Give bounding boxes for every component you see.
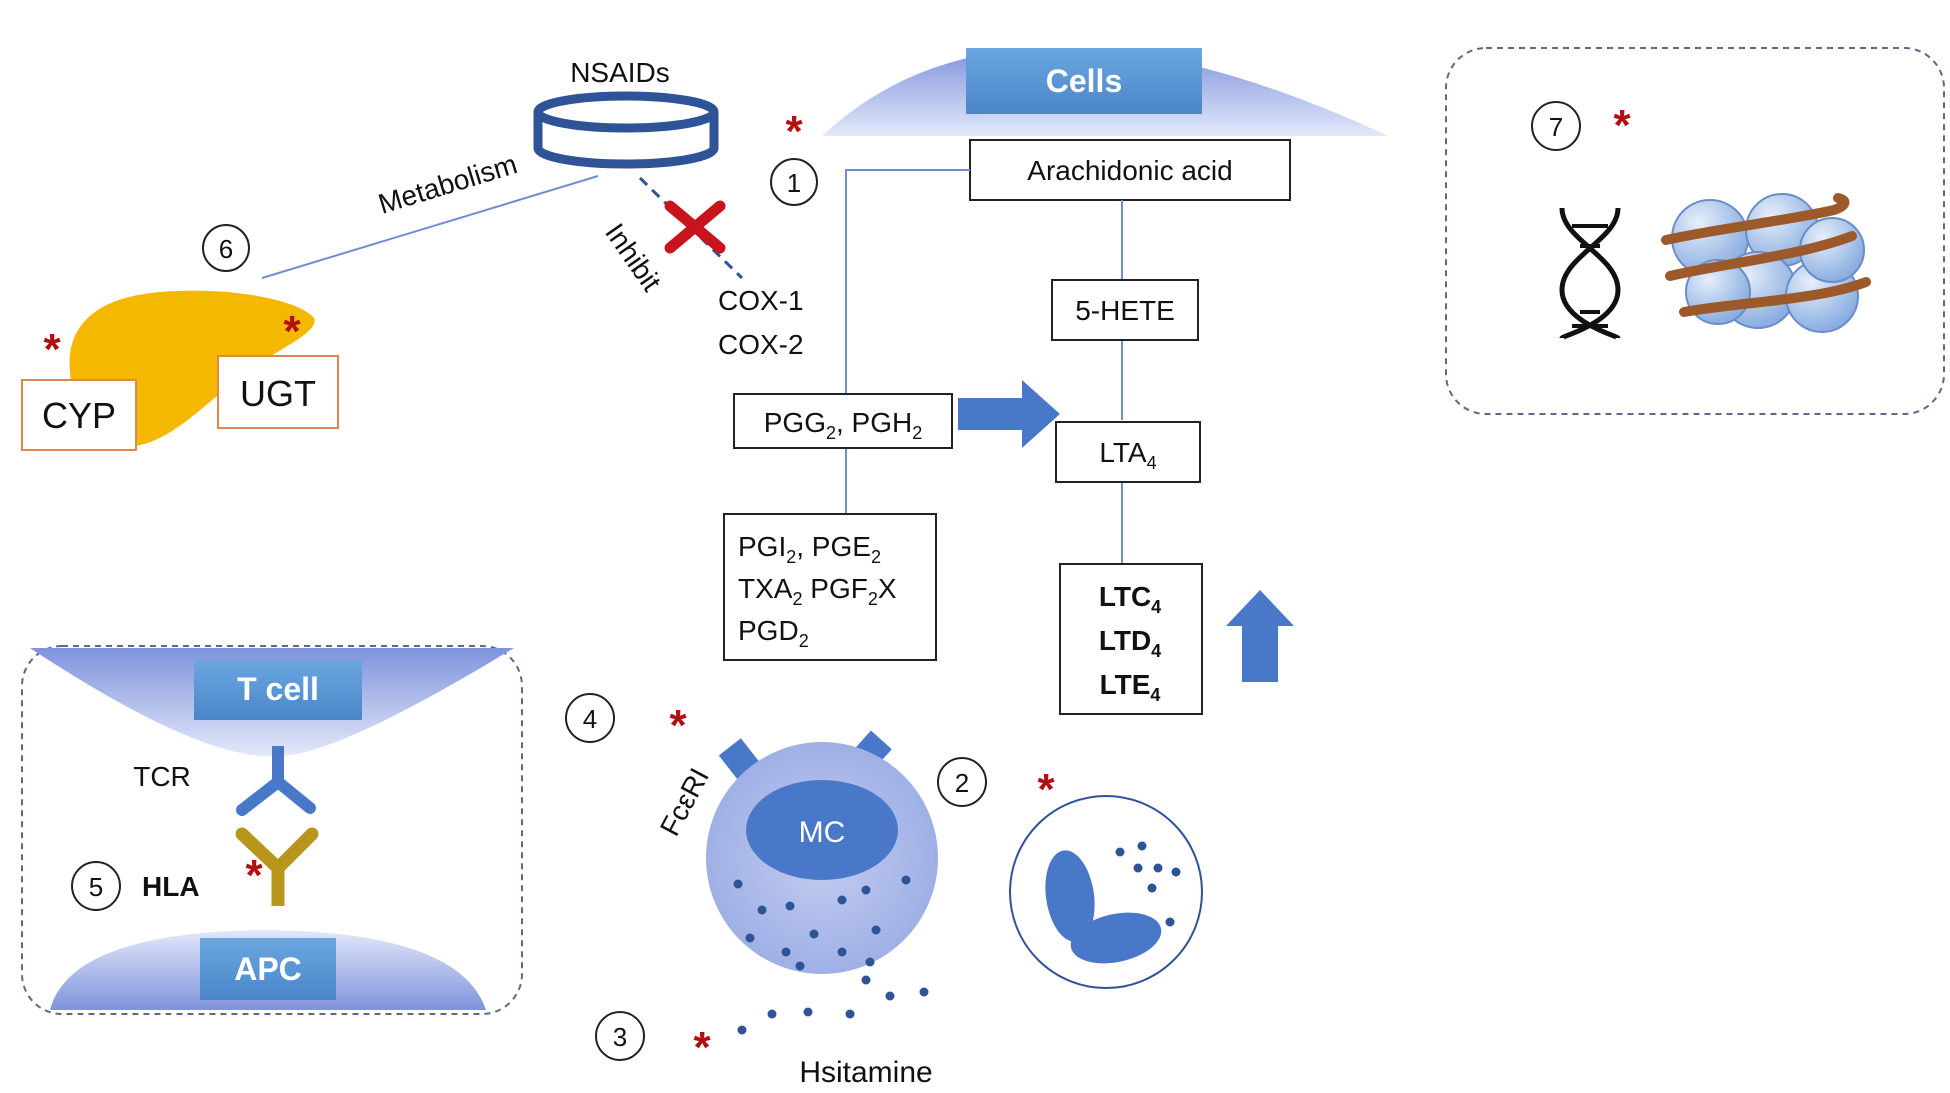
- prostanoids-box: [723, 513, 937, 661]
- t-cell-label: T cell: [237, 671, 319, 707]
- cells-label: Cells: [1046, 63, 1122, 99]
- prostanoids-line1: PGI2, PGE2: [738, 531, 881, 567]
- t-cell-label-box: [194, 660, 362, 720]
- lta4-label: LTA4: [1099, 437, 1156, 473]
- drum-top: [533, 91, 719, 133]
- marker-2-number: 2: [955, 768, 969, 798]
- increase-arrow: [1226, 590, 1294, 682]
- marker-5-circle: [71, 861, 121, 911]
- hete-label: 5-HETE: [1075, 295, 1175, 326]
- marker-3-number: 3: [613, 1022, 627, 1052]
- pgg-pgh-box: [733, 393, 953, 449]
- drum-body: [533, 112, 719, 169]
- leukotrienes-box: [1059, 563, 1203, 715]
- asterisk-7: *: [1613, 101, 1631, 150]
- ugt-box: [217, 355, 339, 429]
- ltc4-label: LTC4: [1099, 581, 1161, 617]
- marker-6-number: 6: [219, 234, 233, 264]
- metabolism-label: Metabolism: [375, 148, 521, 220]
- cox1-label: COX-1: [718, 285, 804, 316]
- histamine-granules: [737, 975, 929, 1035]
- fceri-label: FcεRI: [654, 763, 715, 841]
- cyp-label: CYP: [42, 395, 116, 436]
- lta4-box: [1055, 421, 1201, 483]
- genetics-panel: [1445, 47, 1945, 415]
- marker-7-number: 7: [1549, 112, 1563, 142]
- shunt-arrow: [958, 380, 1060, 448]
- inhibit-label: Inhibit: [599, 218, 667, 297]
- cyp-box: [21, 379, 137, 451]
- pgg-pgh-label: PGG2, PGH2: [764, 407, 923, 443]
- liver-group: CYP UGT * *: [21, 290, 339, 451]
- mast-cell-nucleus: [746, 780, 898, 880]
- tcell-apc-panel: [21, 645, 523, 1015]
- hete-box: [1051, 279, 1199, 341]
- ugt-label: UGT: [240, 373, 316, 414]
- lte4-label: LTE4: [1100, 669, 1161, 705]
- nsaids-drug-icon: NSAIDs: [533, 57, 719, 169]
- eosinophil-cell: [1009, 795, 1203, 989]
- asterisk-3: *: [693, 1023, 711, 1072]
- cox2-label: COX-2: [718, 329, 804, 360]
- marker-3-circle: [595, 1011, 645, 1061]
- asterisk-hla: *: [245, 851, 263, 900]
- marker-2-circle: [937, 757, 987, 807]
- tcr-receptor-icon: [236, 746, 316, 816]
- eosinophil-granules: [1115, 841, 1181, 927]
- marker-7-circle: [1531, 101, 1581, 151]
- asterisk-2: *: [1037, 765, 1055, 814]
- marker-5-number: 5: [89, 872, 103, 902]
- marker-6-circle: [202, 224, 250, 272]
- marker-4-circle: [565, 693, 615, 743]
- mast-cell: MC: [706, 742, 938, 974]
- asterisk-ugt: *: [283, 307, 301, 356]
- eosinophil-lobe-1: [1045, 850, 1095, 942]
- apc-label: APC: [234, 951, 302, 987]
- marker-1-number: 1: [787, 168, 801, 198]
- asterisk-cyp: *: [43, 325, 61, 374]
- mc-label: MC: [799, 816, 846, 849]
- inhibit-x-icon: [664, 200, 726, 254]
- nsaids-label: NSAIDs: [570, 57, 670, 88]
- histamine-label: Hsitamine: [799, 1056, 932, 1088]
- apc-label-box: [200, 938, 336, 1000]
- tcr-label: TCR: [133, 761, 191, 792]
- dna-icon: [1559, 207, 1621, 341]
- cells-membrane: Cells: [822, 48, 1388, 136]
- hla-label: HLA: [142, 871, 200, 902]
- mast-cell-granules: [733, 875, 911, 971]
- marker-1-circle: [770, 158, 818, 206]
- eosinophil-lobe-2: [1070, 912, 1162, 964]
- asterisk-4: *: [669, 701, 687, 750]
- cox-pathway-line: [845, 169, 970, 394]
- arachidonic-acid-box: [969, 139, 1291, 201]
- marker-4-number: 4: [583, 704, 597, 734]
- chromatin-icon: [1661, 193, 1871, 333]
- asterisk-1: *: [785, 107, 803, 156]
- hla-molecule-icon: [235, 827, 319, 906]
- cells-label-box: [966, 48, 1202, 114]
- prostanoids-line2: TXA2 PGF2X: [738, 573, 897, 609]
- prostanoids-line3: PGD2: [738, 615, 809, 651]
- ltd4-label: LTD4: [1099, 625, 1161, 661]
- metabolism-line: [261, 175, 599, 279]
- arachidonic-acid-label: Arachidonic acid: [1027, 155, 1232, 186]
